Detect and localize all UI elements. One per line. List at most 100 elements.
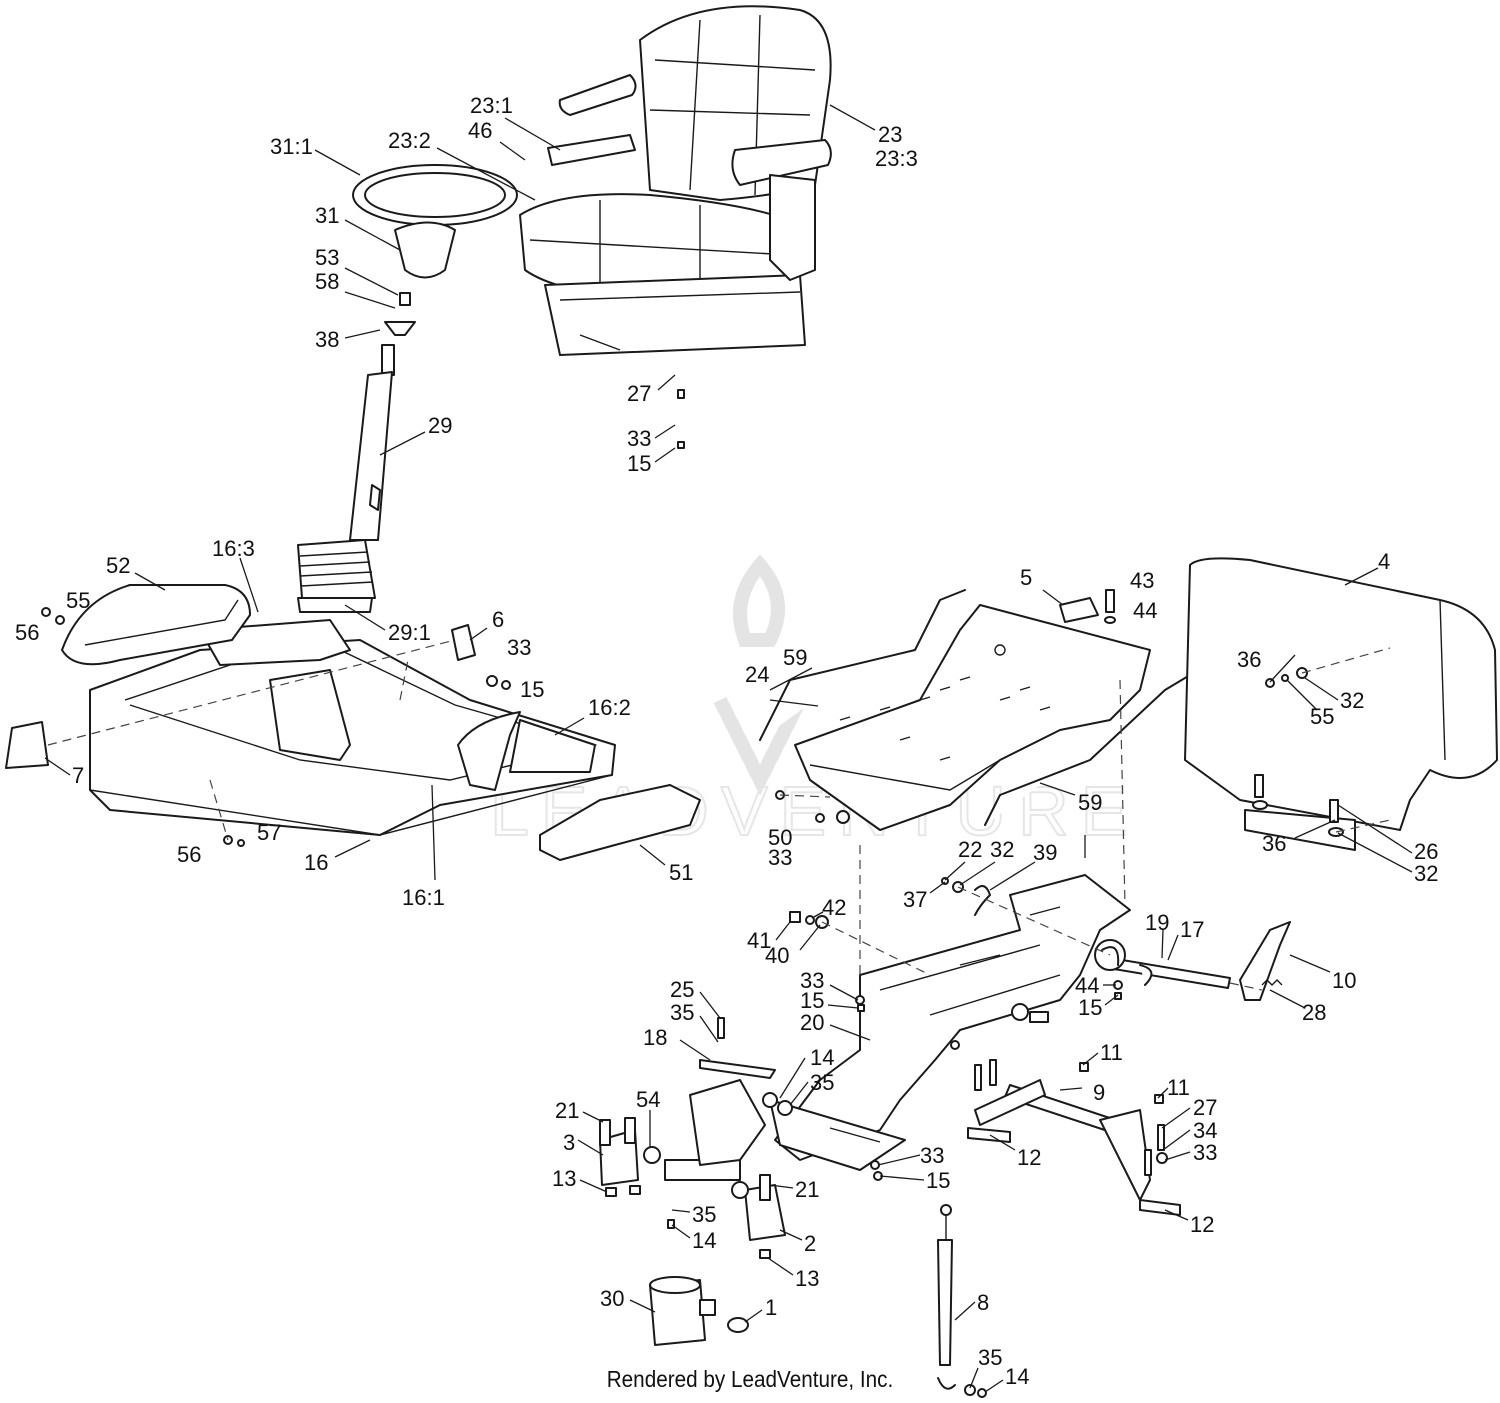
fitting[interactable] (727, 1317, 749, 1333)
callout: 4 (1378, 549, 1390, 574)
callout: 31 (315, 203, 339, 228)
rear-shield[interactable] (1184, 557, 1498, 831)
steering-column[interactable] (297, 292, 416, 613)
assembly-lines (47, 639, 1391, 991)
callout: 8 (977, 1290, 989, 1315)
pedal-spring[interactable] (1261, 979, 1283, 986)
trim-strip-right[interactable] (984, 674, 1191, 826)
callout: 37 (903, 887, 927, 912)
callouts: 23:1 46 23:2 23 23:3 31:1 31 53 58 38 27… (15, 93, 1438, 1389)
callout: 44 (1075, 973, 1099, 998)
callout: 35 (692, 1202, 716, 1227)
trim-strip-left[interactable] (759, 589, 966, 741)
callout: 5 (1020, 565, 1032, 590)
steering-motor[interactable] (649, 1276, 716, 1346)
callout: 55 (1310, 704, 1334, 729)
callout: 13 (795, 1266, 819, 1291)
callout: 2 (804, 1231, 816, 1256)
callout: 23 (878, 122, 902, 147)
pivot-block-right[interactable] (1139, 1199, 1181, 1216)
callout: 13 (552, 1166, 576, 1191)
callout: 42 (822, 895, 846, 920)
callout: 7 (72, 763, 84, 788)
callout: 56 (177, 842, 201, 867)
callout: 58 (315, 269, 339, 294)
callout: 11 (1167, 1075, 1190, 1100)
callout: 18 (643, 1025, 667, 1050)
callout: 23:2 (388, 128, 431, 153)
pivot-arm[interactable] (664, 1079, 766, 1181)
callout: 32 (1340, 688, 1364, 713)
decal-small[interactable] (1059, 597, 1099, 623)
callout: 6 (492, 607, 504, 632)
callout: 39 (1033, 840, 1057, 865)
callout: 21 (555, 1098, 579, 1123)
clip[interactable] (974, 885, 991, 916)
leader-lines (44, 104, 1413, 1393)
gas-spring[interactable] (937, 1204, 956, 1390)
cross-shaft[interactable] (974, 1079, 1151, 1201)
floor-plate[interactable] (794, 604, 1151, 831)
callout: 11 (1100, 1040, 1123, 1065)
callout: 54 (636, 1087, 660, 1112)
callout: 59 (1078, 790, 1102, 815)
callout: 19 (1145, 910, 1169, 935)
callout: 46 (468, 118, 492, 143)
callout: 56 (15, 620, 39, 645)
callout: 35 (670, 1000, 694, 1025)
callout: 29 (428, 413, 452, 438)
callout: 16:3 (212, 536, 255, 561)
shield-mount-bracket[interactable] (1244, 809, 1356, 851)
seat-assembly[interactable] (519, 5, 832, 356)
callout: 32 (1414, 861, 1438, 886)
floor-pad[interactable] (5, 721, 49, 769)
callout: 36 (1237, 647, 1261, 672)
callout: 16:1 (402, 885, 445, 910)
callout: 15 (926, 1168, 950, 1193)
callout: 30 (600, 1286, 624, 1311)
callout: 27 (627, 381, 651, 406)
callout: 1 (765, 1295, 777, 1320)
callout: 3 (563, 1130, 575, 1155)
decal[interactable] (451, 624, 476, 661)
callout: 34 (1193, 1118, 1217, 1143)
callout: 23:1 (470, 93, 513, 118)
callout: 53 (315, 245, 339, 270)
render-credit: Rendered by LeadVenture, Inc. (606, 1366, 894, 1392)
callout: 12 (1017, 1145, 1041, 1170)
callout: 15 (520, 677, 544, 702)
callout: 43 (1130, 568, 1154, 593)
link-plate[interactable] (699, 1059, 776, 1079)
callout: 15 (627, 451, 651, 476)
hook-bracket[interactable] (1101, 946, 1153, 986)
callout: 55 (66, 588, 90, 613)
callout: 27 (1193, 1095, 1217, 1120)
callout: 33 (800, 968, 824, 993)
hardware (41, 389, 1344, 1398)
operator-platform[interactable] (89, 619, 616, 836)
callout: 35 (978, 1345, 1002, 1370)
callout: 33 (1193, 1140, 1217, 1165)
pivot-block-left[interactable] (967, 1127, 1011, 1143)
platform-side-bracket[interactable] (61, 584, 251, 666)
steering-wheel[interactable] (352, 164, 518, 279)
callout: 52 (106, 553, 130, 578)
callout: 41 (747, 928, 771, 953)
callout: 25 (670, 977, 694, 1002)
frame[interactable] (769, 874, 1131, 1171)
callout: 33 (627, 426, 651, 451)
callout: 36 (1262, 831, 1286, 856)
callout: 10 (1332, 968, 1356, 993)
brake-pedal[interactable] (1239, 921, 1291, 1001)
callout: 12 (1190, 1212, 1214, 1237)
callout: 35 (810, 1070, 834, 1095)
callout: 32 (990, 837, 1014, 862)
callout: 33 (768, 845, 792, 870)
callout: 51 (669, 860, 693, 885)
callout: 14 (810, 1045, 834, 1070)
callout: 23:3 (875, 146, 918, 171)
callout: 14 (1005, 1364, 1029, 1389)
step-cover[interactable] (539, 784, 701, 861)
callout: 38 (315, 327, 339, 352)
callout: 31:1 (270, 134, 313, 159)
